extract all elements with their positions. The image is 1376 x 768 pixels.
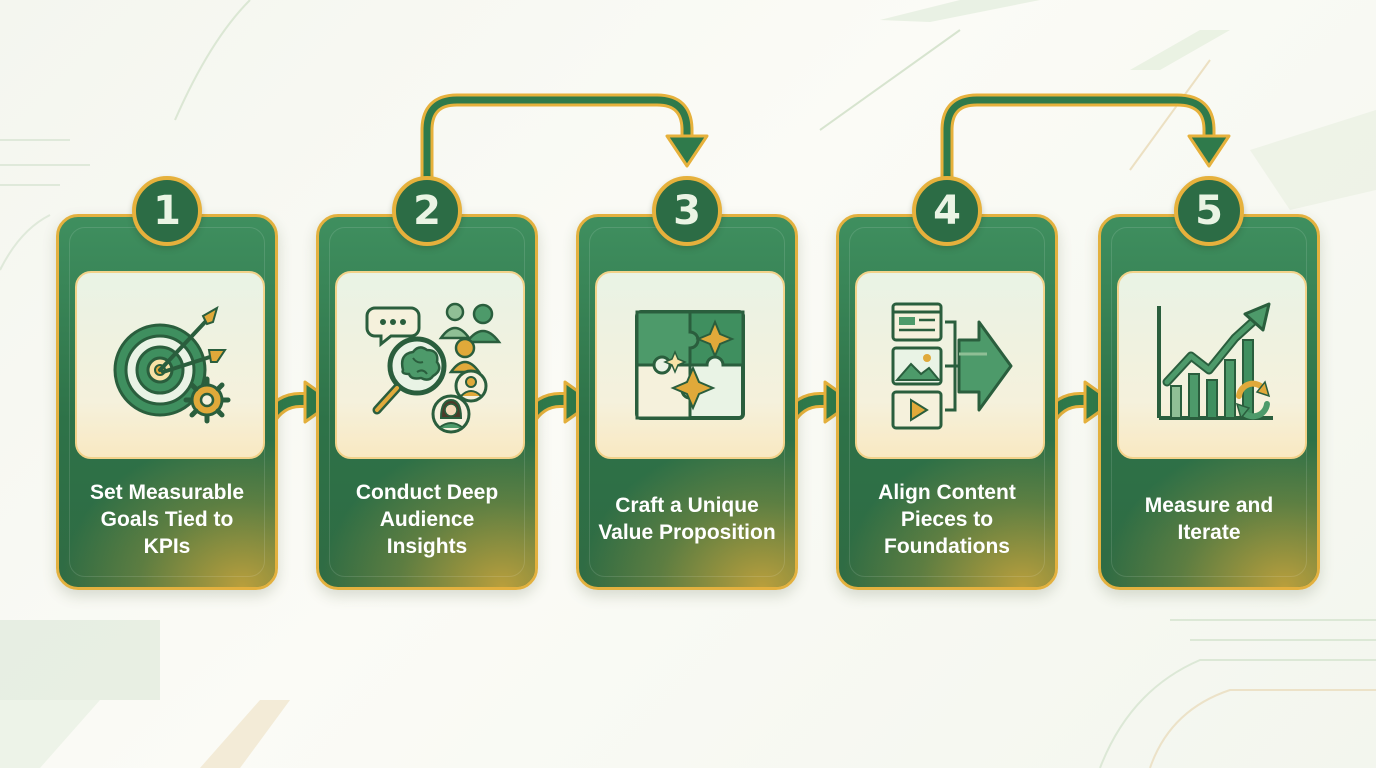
step-number-badge: 5 xyxy=(1174,176,1244,246)
magnifier-audience-brain-icon xyxy=(365,302,502,434)
loop-arrow-2-to-3 xyxy=(420,93,709,183)
puzzle-sparkles-icon xyxy=(635,310,745,420)
step-card: Set Measurable Goals Tied to KPIs xyxy=(56,214,278,590)
step-card: Conduct Deep Audience Insights xyxy=(316,214,538,590)
step-number-badge: 3 xyxy=(652,176,722,246)
step-5: Measure and Iterate 5 xyxy=(1098,176,1320,590)
step-label: Conduct Deep Audience Insights xyxy=(355,480,499,558)
step-number-badge: 1 xyxy=(132,176,202,246)
icon-panel xyxy=(75,271,265,459)
content-pieces-arrow-icon xyxy=(891,302,1013,430)
icon-panel xyxy=(1117,271,1307,459)
step-card: Align Content Pieces to Foundations xyxy=(836,214,1058,590)
step-card: Craft a Unique Value Proposition xyxy=(576,214,798,590)
icon-panel xyxy=(335,271,525,459)
step-1: Set Measurable Goals Tied to KPIs 1 xyxy=(56,176,278,590)
growth-chart-refresh-icon xyxy=(1157,302,1273,420)
step-label: Align Content Pieces to Foundations xyxy=(878,480,1016,558)
icon-panel xyxy=(595,271,785,459)
step-4: Align Content Pieces to Foundations 4 xyxy=(836,176,1058,590)
step-2: Conduct Deep Audience Insights 2 xyxy=(316,176,538,590)
step-label: Set Measurable Goals Tied to KPIs xyxy=(89,480,245,558)
step-label: Measure and Iterate xyxy=(1144,494,1274,544)
step-card: Measure and Iterate xyxy=(1098,214,1320,590)
target-with-arrows-and-gear-icon xyxy=(113,305,231,424)
icon-panel xyxy=(855,271,1045,459)
loop-arrow-4-to-5 xyxy=(940,93,1231,183)
step-number-badge: 2 xyxy=(392,176,462,246)
step-number-badge: 4 xyxy=(912,176,982,246)
step-3: Craft a Unique Value Proposition 3 xyxy=(576,176,798,590)
step-label: Craft a Unique Value Proposition xyxy=(598,494,776,544)
